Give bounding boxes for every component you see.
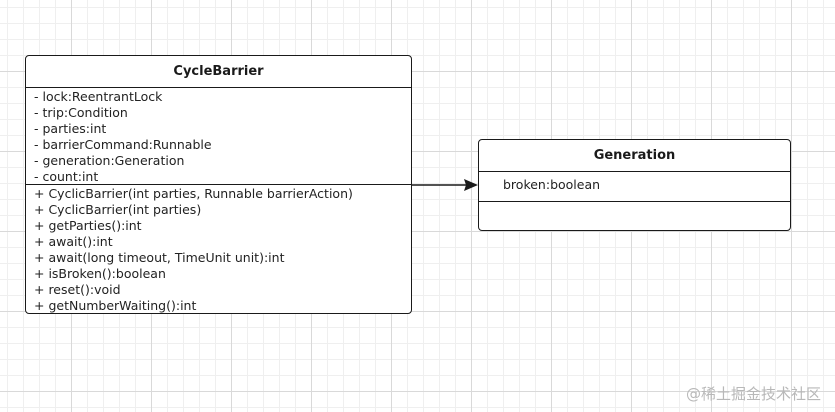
watermark-text: @稀土掘金技术社区	[685, 385, 821, 403]
field-row: - lock:ReentrantLock	[34, 89, 163, 104]
field-row: - parties:int	[34, 121, 107, 136]
method-row: + CyclicBarrier(int parties, Runnable ba…	[34, 186, 353, 201]
method-row: + await(long timeout, TimeUnit unit):int	[34, 250, 285, 265]
class-box-generation[interactable]: Generation broken:boolean	[478, 139, 791, 231]
class-name-generation: Generation	[479, 140, 790, 172]
method-row: + isBroken():boolean	[34, 266, 166, 281]
fields-section-cyclebarrier: - lock:ReentrantLock - trip:Condition - …	[26, 88, 411, 185]
field-row: - trip:Condition	[34, 105, 128, 120]
method-row: + await():int	[34, 234, 113, 249]
fields-section-generation: broken:boolean	[479, 172, 790, 202]
method-row: + getParties():int	[34, 218, 142, 233]
methods-section-generation	[479, 202, 790, 203]
field-row: - count:int	[34, 169, 99, 184]
method-row: + CyclicBarrier(int parties)	[34, 202, 202, 217]
field-row: - barrierCommand:Runnable	[34, 137, 212, 152]
class-name-cyclebarrier: CycleBarrier	[26, 56, 411, 88]
field-row: - generation:Generation	[34, 153, 185, 168]
methods-section-cyclebarrier: + CyclicBarrier(int parties, Runnable ba…	[26, 185, 411, 313]
method-row: + getNumberWaiting():int	[34, 298, 197, 313]
method-row: + reset():void	[34, 282, 121, 297]
arrowhead-icon	[464, 179, 478, 191]
class-box-cyclebarrier[interactable]: CycleBarrier - lock:ReentrantLock - trip…	[25, 55, 412, 314]
field-row: broken:boolean	[503, 177, 601, 192]
